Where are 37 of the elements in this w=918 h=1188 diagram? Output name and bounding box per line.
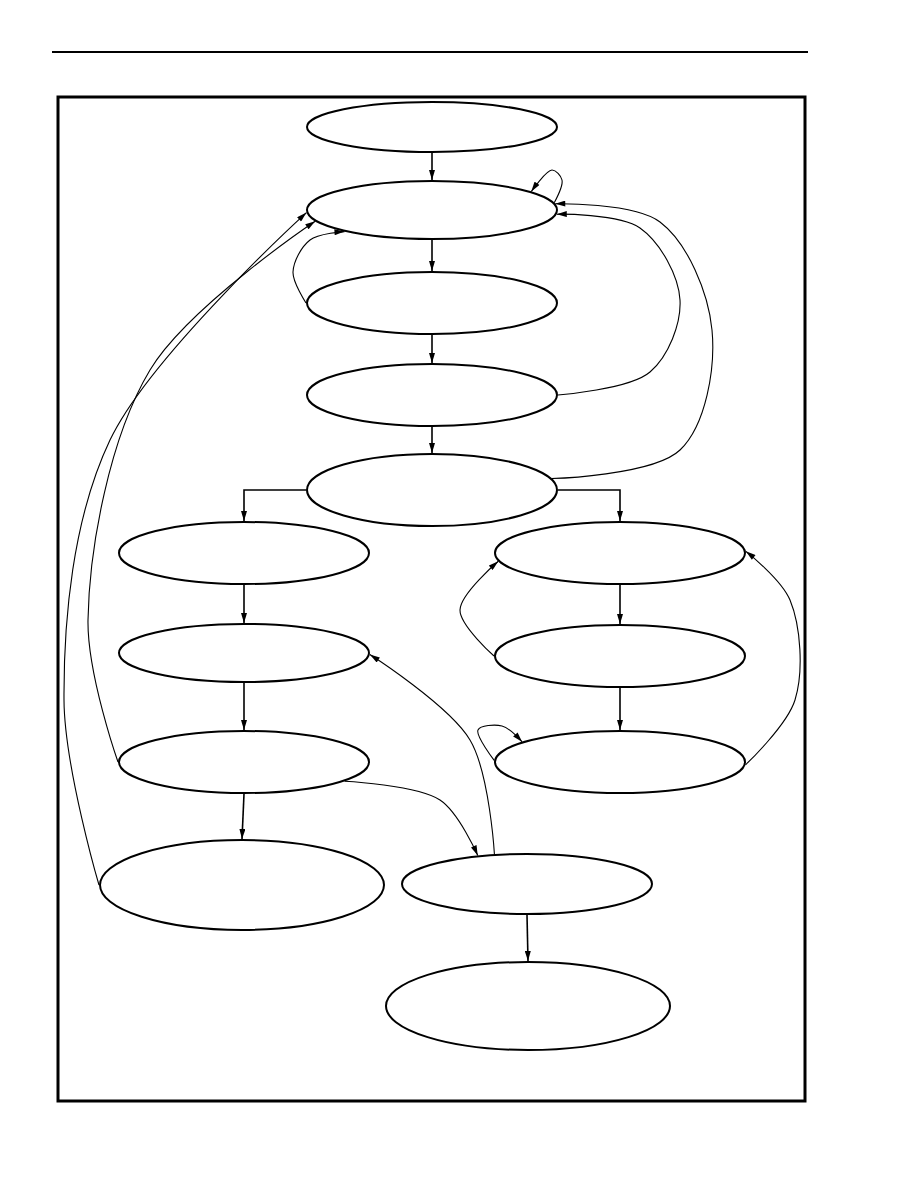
arrow bbox=[292, 229, 346, 304]
arrow bbox=[524, 914, 531, 962]
state-ellipse bbox=[118, 730, 370, 794]
state-ellipse bbox=[494, 521, 746, 585]
arrow bbox=[241, 489, 307, 522]
arrow bbox=[429, 152, 435, 181]
arrow bbox=[459, 560, 499, 657]
arrow bbox=[530, 169, 563, 204]
state-ellipse bbox=[99, 839, 385, 931]
arrow bbox=[429, 426, 435, 454]
state-ellipse bbox=[306, 453, 558, 527]
state-ellipse bbox=[401, 853, 653, 915]
arrow bbox=[617, 687, 623, 731]
state-ellipse bbox=[385, 961, 671, 1051]
arrow bbox=[241, 584, 247, 624]
arrow bbox=[87, 220, 316, 763]
arrow bbox=[557, 489, 623, 522]
arrow bbox=[429, 239, 435, 272]
state-ellipse bbox=[306, 271, 558, 335]
arrow bbox=[239, 793, 246, 840]
state-ellipse bbox=[306, 180, 558, 240]
state-ellipse bbox=[118, 623, 370, 683]
arrow bbox=[241, 682, 247, 731]
arrow bbox=[369, 654, 495, 855]
state-ellipse bbox=[306, 363, 558, 427]
arrow bbox=[63, 212, 308, 886]
arrow bbox=[551, 200, 714, 480]
arrow bbox=[429, 334, 435, 364]
arrow bbox=[477, 724, 523, 761]
state-ellipse bbox=[494, 624, 746, 688]
arrow bbox=[344, 780, 479, 856]
state-ellipse bbox=[306, 101, 558, 153]
arrow bbox=[744, 550, 801, 766]
state-ellipse bbox=[118, 521, 370, 585]
state-ellipse bbox=[494, 730, 746, 794]
arrow bbox=[556, 211, 681, 396]
arrow bbox=[617, 584, 623, 625]
